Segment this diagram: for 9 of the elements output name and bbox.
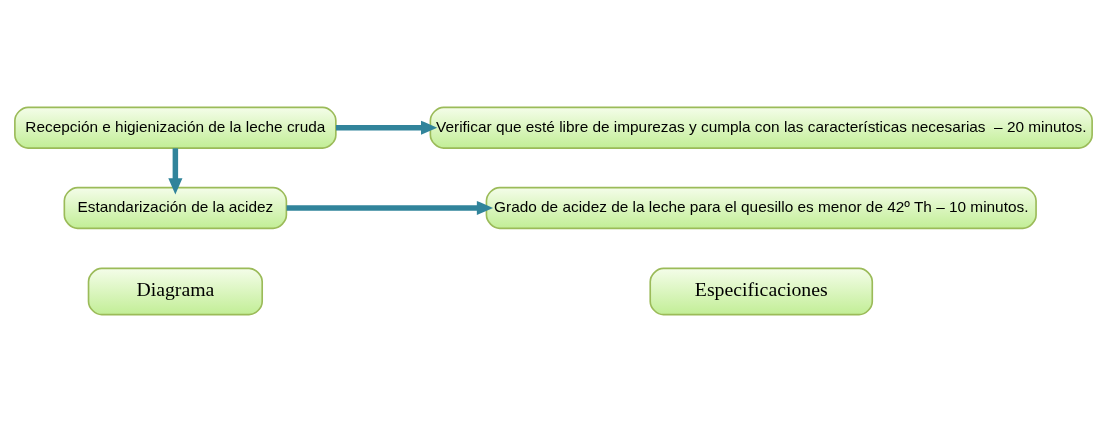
arrow <box>286 200 494 215</box>
node-box: Estandarización de la acidez <box>63 186 288 229</box>
node-box: Verificar que esté libre de impurezas y cumpla con las características necesarias – 20 minutos. <box>429 106 1093 149</box>
arrow <box>335 120 438 135</box>
node-box: Grado de acidez de la leche para el quesillo es menor de 42º Th – 10 minutos. <box>485 186 1037 229</box>
node-box: Especificaciones <box>649 267 874 315</box>
node-box: Recepción e higienización de la leche cruda <box>14 106 337 149</box>
arrow <box>168 147 183 194</box>
node-box: Diagrama <box>87 267 264 315</box>
